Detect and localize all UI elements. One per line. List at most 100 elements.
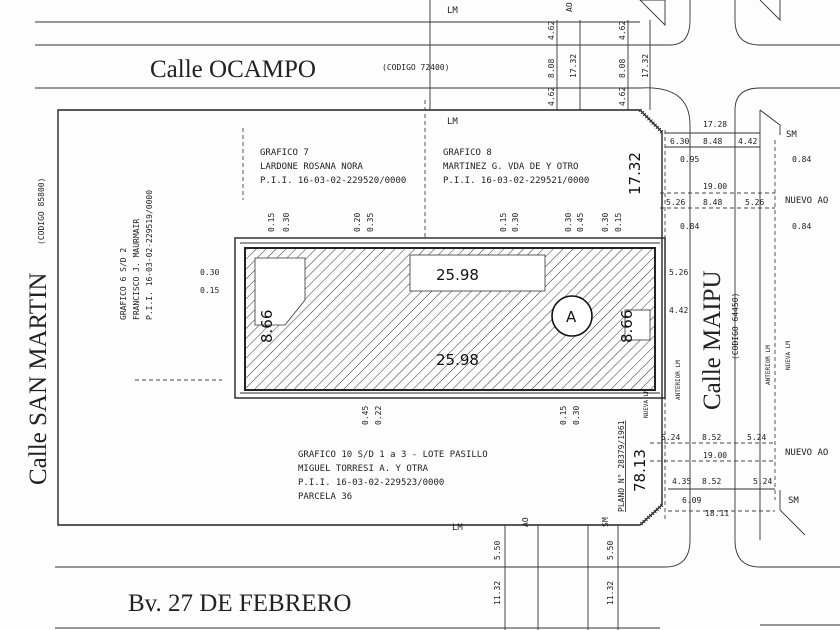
svg-text:MIGUEL TORRESI A. Y OTRA: MIGUEL TORRESI A. Y OTRA	[298, 464, 429, 474]
svg-text:SM: SM	[601, 517, 610, 527]
svg-text:0.84: 0.84	[792, 222, 811, 231]
svg-text:0.30: 0.30	[200, 268, 219, 277]
svg-text:NUEVO AO: NUEVO AO	[785, 448, 828, 458]
street-ocampo: Calle OCAMPO	[150, 56, 316, 83]
svg-text:18.11: 18.11	[705, 509, 729, 518]
street-san-martin-code: (CODIGO 85800)	[37, 178, 46, 245]
block-side-top: 17.32	[626, 152, 644, 195]
svg-text:17.32: 17.32	[641, 54, 650, 78]
plano-number: PLANO N° 28379/1961	[617, 420, 626, 512]
svg-text:4.62: 4.62	[618, 87, 627, 106]
svg-text:4.35: 4.35	[672, 477, 691, 486]
svg-text:0.15: 0.15	[499, 213, 508, 232]
lot-offsets: 0.15 0.30 0.20 0.35 0.15 0.30 0.30 0.45 …	[200, 213, 623, 425]
svg-text:11.32: 11.32	[606, 581, 615, 605]
svg-text:19.00: 19.00	[703, 182, 727, 191]
street-maipu-code: (CODIGO 64450)	[731, 293, 740, 360]
svg-text:17.28: 17.28	[703, 120, 727, 129]
lot-length-top: 25.98	[436, 266, 479, 284]
svg-text:0.35: 0.35	[366, 213, 375, 232]
svg-text:0.15: 0.15	[559, 406, 568, 425]
svg-text:8.48: 8.48	[703, 198, 722, 207]
svg-text:LM: LM	[452, 523, 463, 533]
svg-text:0.30: 0.30	[564, 213, 573, 232]
svg-text:NUEVA LM: NUEVA LM	[785, 341, 792, 370]
svg-text:0.15: 0.15	[200, 286, 219, 295]
svg-text:0.15: 0.15	[614, 213, 623, 232]
svg-text:17.32: 17.32	[569, 54, 578, 78]
svg-text:0.45: 0.45	[361, 406, 370, 425]
svg-text:5.26: 5.26	[666, 198, 685, 207]
svg-text:0.30: 0.30	[511, 213, 520, 232]
line-marks: LM LM LM AO AO SM SM SM NUEVO AO NUEVO A…	[447, 2, 828, 533]
parcel-grafico-6: GRAFICO 6 S/D 2 FRANCISCO J. MAURMAIR P.…	[119, 190, 154, 320]
svg-text:LM: LM	[447, 6, 458, 16]
febrero-dimensions: 5.50 11.32 5.50 11.32	[493, 541, 615, 605]
svg-text:NUEVA LM: NUEVA LM	[643, 389, 650, 418]
svg-text:GRAFICO 10 S/D 1 a 3 - LOTE PA: GRAFICO 10 S/D 1 a 3 - LOTE PASILLO	[298, 450, 488, 460]
svg-text:4.62: 4.62	[547, 87, 556, 106]
svg-text:4.62: 4.62	[618, 21, 627, 40]
svg-text:5.50: 5.50	[493, 541, 502, 560]
svg-text:6.30: 6.30	[670, 137, 689, 146]
svg-text:0.22: 0.22	[374, 406, 383, 425]
svg-text:PARCELA 36: PARCELA 36	[298, 492, 352, 502]
street-san-martin: Calle SAN MARTIN	[25, 273, 52, 485]
svg-text:P.I.I. 16-03-02-229520/0000: P.I.I. 16-03-02-229520/0000	[260, 176, 406, 186]
svg-text:4.62: 4.62	[547, 21, 556, 40]
maipu-dimensions: 17.28 6.30 8.48 4.42 0.95 19.00 5.26 8.4…	[650, 120, 811, 518]
lot-width-left: 8.66	[258, 310, 276, 343]
lot-length-bottom: 25.98	[436, 351, 479, 369]
svg-text:AO: AO	[565, 2, 574, 12]
svg-text:SM: SM	[786, 130, 797, 140]
svg-text:GRAFICO 7: GRAFICO 7	[260, 148, 309, 158]
svg-text:5.50: 5.50	[606, 541, 615, 560]
svg-text:LM: LM	[447, 117, 458, 127]
svg-text:AO: AO	[521, 517, 530, 527]
svg-text:P.I.I. 16-03-02-229519/0000: P.I.I. 16-03-02-229519/0000	[145, 190, 154, 320]
svg-text:11.32: 11.32	[493, 581, 502, 605]
svg-text:8.08: 8.08	[547, 59, 556, 78]
block-side-right: 78.13	[631, 449, 649, 492]
svg-text:GRAFICO 8: GRAFICO 8	[443, 148, 492, 158]
svg-text:SM: SM	[788, 496, 799, 506]
svg-text:P.I.I. 16-03-02-229521/0000: P.I.I. 16-03-02-229521/0000	[443, 176, 589, 186]
svg-text:ANTERIOR LM: ANTERIOR LM	[675, 360, 682, 400]
svg-text:8.08: 8.08	[618, 59, 627, 78]
svg-text:MARTINEZ G. VDA DE Y OTRO: MARTINEZ G. VDA DE Y OTRO	[443, 162, 578, 172]
svg-text:FRANCISCO J. MAURMAIR: FRANCISCO J. MAURMAIR	[132, 219, 141, 320]
ocampo-street-lines	[35, 0, 691, 126]
svg-text:4.42: 4.42	[669, 306, 688, 315]
ocampo-dimensions: 4.62 8.08 4.62 17.32 4.62 8.08 4.62 17.3…	[547, 21, 650, 106]
svg-text:5.26: 5.26	[669, 268, 688, 277]
febrero-street-lines	[55, 525, 665, 630]
svg-text:8.52: 8.52	[702, 477, 721, 486]
street-febrero: Bv. 27 DE FEBRERO	[128, 590, 351, 617]
maipu-street-lines	[664, 0, 840, 626]
svg-text:5.24: 5.24	[661, 433, 680, 442]
svg-text:4.42: 4.42	[738, 137, 757, 146]
lot-a[interactable]: 25.98 25.98 8.66 8.66 A	[234, 237, 666, 399]
svg-text:0.45: 0.45	[576, 213, 585, 232]
svg-text:P.I.I. 16-03-02-229523/0000: P.I.I. 16-03-02-229523/0000	[298, 478, 444, 488]
svg-text:8.52: 8.52	[702, 433, 721, 442]
street-ocampo-code: (CODIGO 72400)	[382, 63, 449, 72]
svg-text:6.09: 6.09	[682, 496, 701, 505]
parcel-grafico-8: GRAFICO 8 MARTINEZ G. VDA DE Y OTRO P.I.…	[443, 148, 589, 186]
lot-width-right: 8.66	[618, 310, 636, 343]
svg-text:LARDONE ROSANA NORA: LARDONE ROSANA NORA	[260, 162, 364, 172]
svg-text:0.95: 0.95	[680, 155, 699, 164]
svg-text:5.26: 5.26	[745, 198, 764, 207]
parcel-grafico-7: GRAFICO 7 LARDONE ROSANA NORA P.I.I. 16-…	[260, 148, 406, 186]
svg-text:5.24: 5.24	[753, 477, 772, 486]
svg-text:NUEVO AO: NUEVO AO	[785, 196, 828, 206]
svg-text:0.30: 0.30	[282, 213, 291, 232]
lot-label: A	[566, 308, 577, 326]
svg-text:0.20: 0.20	[353, 213, 362, 232]
svg-text:0.30: 0.30	[572, 406, 581, 425]
svg-text:0.84: 0.84	[680, 222, 699, 231]
street-maipu: Calle MAIPU	[699, 270, 726, 410]
svg-text:GRAFICO 6 S/D 2: GRAFICO 6 S/D 2	[119, 248, 128, 320]
